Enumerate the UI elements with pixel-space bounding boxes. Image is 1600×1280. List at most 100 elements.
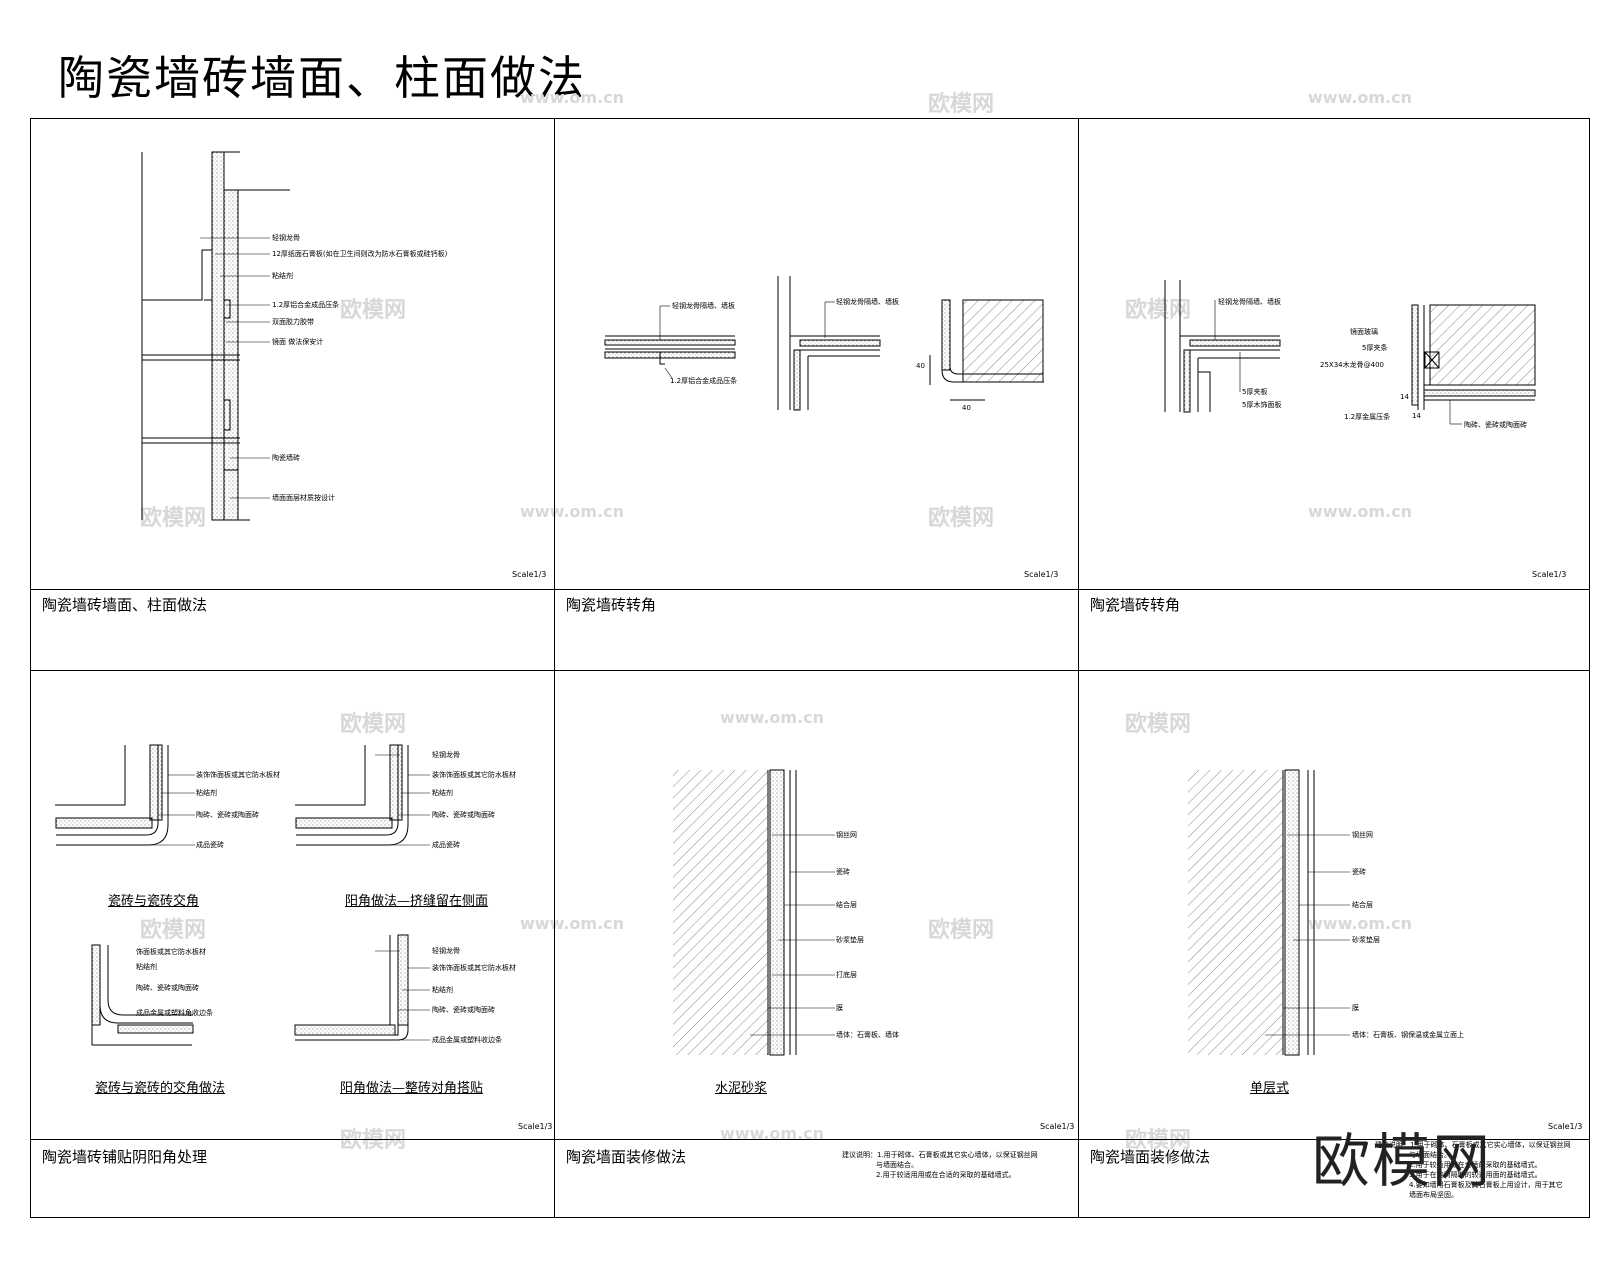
- caption-panel-4: 陶瓷墙砖铺贴阴阳角处理: [42, 1148, 208, 1166]
- subtitle-p4c: 瓷砖与瓷砖的交角做法: [95, 1081, 226, 1096]
- dimension-label: 14: [1412, 412, 1421, 420]
- label-p4b: 轻钢龙骨: [432, 751, 460, 759]
- label-p4a: 陶砖、瓷砖或陶面砖: [196, 811, 259, 819]
- watermark: 欧模网: [1125, 1128, 1192, 1153]
- label-p4d: 装饰饰面板或其它防水板材: [432, 964, 516, 972]
- note-p5: 建议说明：1.用于砌体、石膏板或其它实心墙体，以保证钢丝网 与墙面结合。 2.用…: [842, 1150, 1038, 1180]
- note-line: 2.用于较适用或在合适的采取的基础墙式。: [1409, 1161, 1542, 1169]
- label-p2: 轻钢龙骨隔墙、墙板: [836, 298, 899, 306]
- label-p1: 轻钢龙骨: [272, 234, 300, 242]
- label-p2: 1.2厚铝合金成品压条: [670, 377, 738, 385]
- label-p5: 打底层: [836, 971, 857, 979]
- watermark: www.om.cn: [520, 502, 625, 521]
- label-p4b: 装饰饰面板或其它防水板材: [432, 771, 516, 779]
- subtitle-p4d: 阳角做法—整砖对角搭贴: [340, 1081, 484, 1096]
- caption-panel-2: 陶瓷墙砖转角: [566, 596, 657, 614]
- label-p1: 双面胶力胶带: [272, 318, 314, 326]
- brand-watermark: 欧模网: [1312, 1127, 1493, 1195]
- dimension-label: 14: [1400, 393, 1409, 401]
- grid-divider: [554, 119, 555, 1217]
- grid-divider: [31, 1139, 1589, 1140]
- caption-panel-6: 陶瓷墙面装修做法: [1090, 1148, 1211, 1166]
- label-p4c: 陶砖、瓷砖或陶面砖: [136, 984, 199, 992]
- drawing-sheet: [30, 118, 1590, 1218]
- label-p4d: 轻钢龙骨: [432, 947, 460, 955]
- label-p5: 砂浆垫层: [836, 936, 864, 944]
- scale-label: Scale1/3: [1532, 570, 1567, 579]
- note-p6: 建议说明：1.用于砌体、石膏板或其它实心墙体，以保证钢丝网 与墙面结合。 2.用…: [1375, 1140, 1571, 1200]
- panel-3-drawing: [1164, 280, 1536, 413]
- page-title: 陶瓷墙砖墙面、柱面做法: [58, 51, 586, 105]
- watermark: www.om.cn: [520, 914, 625, 933]
- label-p3: 5厚夹板: [1242, 388, 1268, 396]
- watermark: 欧模网: [928, 506, 995, 531]
- note-line: 建议说明：1.用于砌体、石膏板或其它实心墙体，以保证钢丝网: [842, 1151, 1038, 1159]
- label-p1: 墙面面层材质按设计: [272, 494, 335, 502]
- subtitle-p4b: 阳角做法—挤缝留在侧面: [345, 894, 489, 909]
- label-p3: 轻钢龙骨隔墙、墙板: [1218, 298, 1281, 306]
- watermark: 欧模网: [140, 918, 207, 943]
- scale-label: Scale1/3: [518, 1122, 553, 1131]
- label-p3: 1.2厚金属压条: [1344, 413, 1391, 421]
- grid-divider: [31, 589, 1589, 590]
- subtitle-p4a: 瓷砖与瓷砖交角: [108, 894, 200, 909]
- watermark: www.om.cn: [720, 1124, 825, 1143]
- subtitle-p5: 水泥砂浆: [715, 1081, 768, 1096]
- dimension-label: 40: [962, 404, 971, 412]
- label-p6: 结合层: [1352, 901, 1373, 909]
- label-p3: 5厚夹条: [1362, 344, 1388, 352]
- label-p4c: 成品金属或塑料角收边条: [136, 1009, 213, 1017]
- label-p3: 25X34木龙骨@400: [1320, 361, 1384, 369]
- grid-divider: [1078, 119, 1079, 1217]
- grid-divider: [31, 670, 1589, 671]
- label-p3: 陶砖、瓷砖或陶面砖: [1464, 421, 1527, 429]
- note-line: 建议说明：1.用于砌体、石膏板或其它实心墙体，以保证钢丝网: [1375, 1141, 1571, 1149]
- label-p3: 镜面玻璃: [1350, 328, 1378, 336]
- label-p2: 轻钢龙骨隔墙、墙板: [672, 302, 735, 310]
- scale-label: Scale1/3: [1040, 1122, 1075, 1131]
- watermark: 欧模网: [140, 506, 207, 531]
- label-p4c: 饰面板或其它防水板材: [136, 948, 206, 956]
- watermark: www.om.cn: [520, 88, 625, 107]
- label-p6: 墙体：石膏板、钢保温或金属立面上: [1352, 1031, 1464, 1039]
- label-p1: 12厚纸面石膏板(如在卫生间则改为防水石膏板或硅钙板): [272, 250, 448, 258]
- caption-panel-3: 陶瓷墙砖转角: [1090, 596, 1181, 614]
- scale-label: Scale1/3: [1024, 570, 1059, 579]
- watermark: www.om.cn: [1308, 88, 1413, 107]
- label-p6: 瓷砖: [1352, 868, 1366, 876]
- panel-4-drawing: [55, 744, 409, 1046]
- label-p5: 瓷砖: [836, 868, 850, 876]
- panel-5-drawing: [673, 769, 797, 1056]
- caption-panel-5: 陶瓷墙面装修做法: [566, 1148, 687, 1166]
- label-p6: 膜: [1352, 1004, 1359, 1012]
- label-p4a: 粘结剂: [196, 789, 217, 797]
- watermark: 欧模网: [928, 918, 995, 943]
- label-p4a: 成品瓷砖: [196, 841, 224, 849]
- note-line: 墙面布局坚固。: [1409, 1191, 1458, 1199]
- scale-label: Scale1/3: [512, 570, 547, 579]
- label-p1: 陶瓷墙砖: [272, 454, 300, 462]
- note-line: 2.用于较适用用或在合适的采取的基础墙式。: [876, 1171, 1016, 1179]
- label-p4d: 成品金属或塑料收边条: [432, 1036, 502, 1044]
- panel-2-drawing: [604, 276, 1044, 411]
- scale-label: Scale1/3: [1548, 1122, 1583, 1131]
- label-p5: 结合层: [836, 901, 857, 909]
- label-p5: 墙体：石膏板、墙体: [836, 1031, 899, 1039]
- note-line: 3.用于在空间隔断的较适用面的基础墙式。: [1409, 1171, 1542, 1179]
- label-p5: 膜: [836, 1004, 843, 1012]
- label-p1: 1.2厚铝合金成品压条: [272, 301, 340, 309]
- label-p6: 钢丝网: [1352, 831, 1373, 839]
- note-line: 4.要如墙用石膏板及其石膏板上用设计，用于其它: [1409, 1181, 1563, 1189]
- panel-6-drawing: [1188, 769, 1315, 1056]
- watermark: www.om.cn: [1308, 914, 1413, 933]
- dimension-label: 40: [916, 362, 925, 370]
- caption-panel-1: 陶瓷墙砖墙面、柱面做法: [42, 596, 208, 614]
- label-p6: 砂浆垫层: [1352, 936, 1380, 944]
- label-p4d: 粘结剂: [432, 986, 453, 994]
- label-p5: 钢丝网: [836, 831, 857, 839]
- label-p4b: 成品瓷砖: [432, 841, 460, 849]
- label-p1: 镜面 做法保安计: [272, 338, 324, 346]
- note-line: 与墙面结合。: [1409, 1151, 1451, 1159]
- label-p1: 粘结剂: [272, 272, 293, 280]
